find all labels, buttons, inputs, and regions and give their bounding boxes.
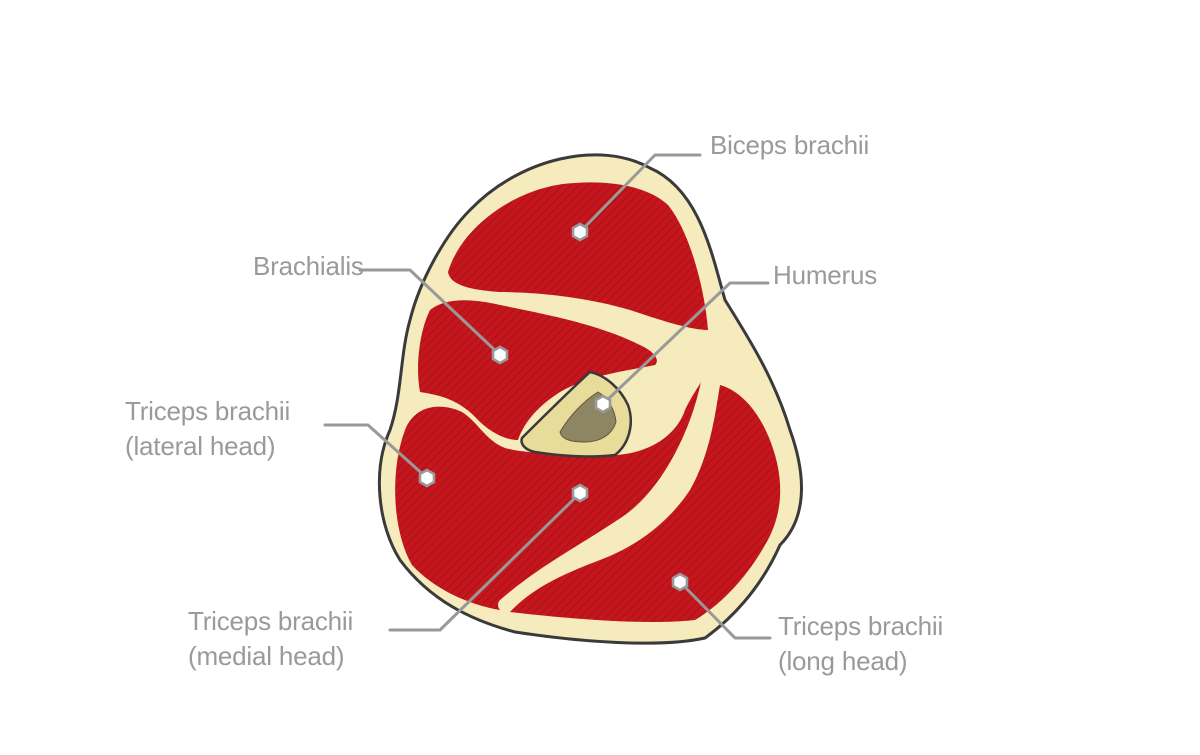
label-triceps-lateral-line1: Triceps brachii [125, 396, 290, 426]
label-triceps-lateral-line2: (lateral head) [125, 431, 275, 461]
label-triceps-long-line1: Triceps brachii [778, 611, 943, 641]
leader-line-triceps-medial [388, 491, 582, 632]
leader-line-biceps [578, 153, 702, 234]
fascia-strand [498, 365, 717, 612]
label-triceps-medial-line1: Triceps brachii [188, 606, 353, 636]
marker-humerus [594, 394, 612, 414]
label-triceps-long-line2: (long head) [778, 646, 907, 676]
marker-brachialis [491, 345, 509, 365]
label-triceps-medial-line2: (medial head) [188, 641, 344, 671]
label-brachialis: Brachialis [253, 251, 364, 281]
triceps-long-head-region [510, 385, 781, 623]
marker-biceps [571, 222, 589, 242]
triceps-lateral-head-region [395, 375, 708, 610]
leader-line-triceps-long [678, 580, 772, 640]
marker-triceps-lateral [418, 468, 436, 488]
label-humerus: Humerus [773, 260, 877, 290]
label-biceps-brachii: Biceps brachii [710, 130, 869, 160]
leader-line-brachialis [358, 268, 502, 357]
marker-triceps-long [671, 572, 689, 592]
leader-line-triceps-lateral [323, 423, 429, 480]
biceps-brachii-region [448, 182, 708, 330]
marker-triceps-medial [571, 483, 589, 503]
leader-line-humerus [601, 281, 770, 406]
